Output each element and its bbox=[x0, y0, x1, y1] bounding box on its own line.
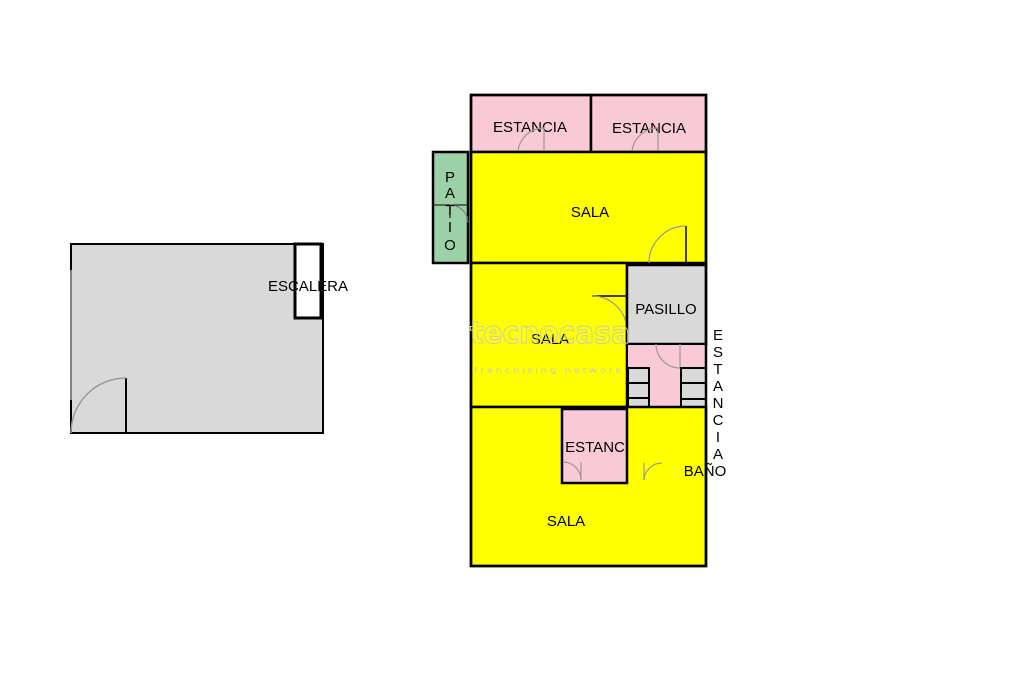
apartment: ESTANCIA ESTANCIA P A T I O SALA SALA PA… bbox=[431, 93, 727, 568]
svg-text:N: N bbox=[713, 395, 724, 412]
svg-text:S: S bbox=[713, 344, 723, 361]
estancia-label-2: ESTANCIA bbox=[612, 120, 686, 137]
patio-door-arc bbox=[449, 204, 469, 224]
svg-text:A: A bbox=[713, 446, 723, 463]
estancia-vertical-label: E S T A N C I A bbox=[713, 327, 724, 463]
pasillo-label: PASILLO bbox=[635, 301, 696, 318]
sala-mid-label: SALA bbox=[531, 331, 569, 348]
bano-label: BAÑO bbox=[684, 463, 727, 480]
watermark-tagline: franchising network bbox=[474, 366, 624, 375]
apartment-outline bbox=[469, 93, 708, 568]
svg-text:E: E bbox=[713, 327, 723, 344]
watermark-brand: tecnocasa bbox=[470, 316, 630, 351]
estancia-room-2 bbox=[589, 93, 708, 154]
svg-text:C: C bbox=[713, 412, 724, 429]
escalera-door-arc bbox=[70, 377, 127, 434]
bano-fixture-left bbox=[627, 367, 650, 415]
estancia-small-room bbox=[560, 407, 629, 485]
svg-text:I: I bbox=[716, 429, 720, 446]
escalera-block: ESCALERA bbox=[70, 242, 348, 434]
sala-bottom-label: SALA bbox=[547, 513, 585, 530]
patio-letter-a: A bbox=[445, 185, 455, 202]
patio-letter-o: O bbox=[444, 237, 456, 254]
sala-top-door-arc bbox=[648, 225, 687, 264]
svg-text:A: A bbox=[713, 378, 723, 395]
patio-letter-i: I bbox=[448, 219, 452, 236]
estancia-small-label: ESTANC bbox=[565, 439, 625, 456]
sala-top-label: SALA bbox=[571, 204, 609, 221]
patio-letter-t: T bbox=[445, 202, 454, 219]
estancia-1-door-arc bbox=[517, 127, 545, 153]
svg-text:T: T bbox=[713, 361, 722, 378]
estancia-2-door-arc bbox=[631, 127, 659, 153]
estancia-label-1: ESTANCIA bbox=[493, 119, 567, 136]
bano-door-arc bbox=[655, 343, 681, 369]
patio-letter-p: P bbox=[445, 169, 455, 186]
escalera-room bbox=[70, 243, 324, 434]
escalera-stair-box bbox=[293, 242, 323, 320]
escalera-label: ESCALERA bbox=[268, 278, 348, 295]
